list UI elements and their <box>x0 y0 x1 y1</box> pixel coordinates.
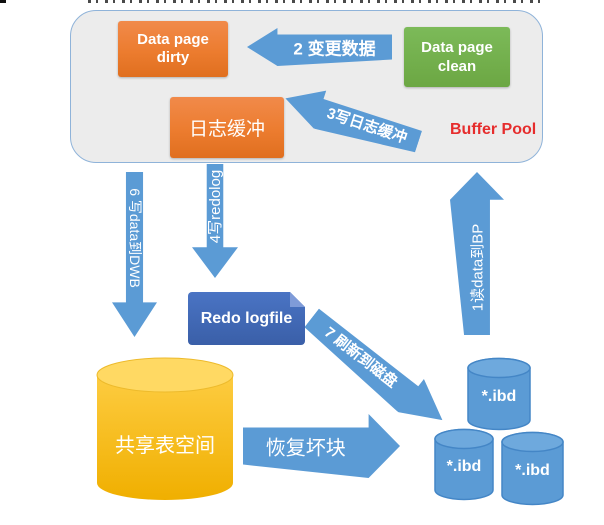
arrow-step6-write-data-dwb: 6 写data到DWB <box>112 172 157 337</box>
ibd-cylinder-left: *.ibd <box>433 428 495 501</box>
arrow-step4-write-redolog: 4写redolog <box>192 164 238 278</box>
arrow-step7-label: 7 刷新到磁盘 <box>320 323 401 392</box>
shared-tablespace-cylinder: 共享表空间 <box>95 357 235 501</box>
arrow-step2-label: 2 变更数据 <box>293 39 376 59</box>
data-page-dirty-line2: dirty <box>156 49 190 66</box>
data-page-clean-line1: Data page <box>421 39 493 56</box>
cylinder-shape <box>433 428 495 501</box>
arrow-step7-flush-to-disk: 7 刷新到磁盘 <box>299 301 456 436</box>
log-buffer-label: 日志缓冲 <box>188 119 265 140</box>
data-page-clean-box: Data page clean <box>404 27 510 87</box>
cylinder-shape <box>96 357 234 500</box>
arrow-step1-label: 1读data到BP <box>469 223 487 312</box>
cylinder-shape <box>500 431 565 506</box>
data-page-dirty-line1: Data page <box>137 31 209 48</box>
arrow-step4-label-wrap: 4写redolog <box>192 164 238 248</box>
buffer-pool-caption: Buffer Pool <box>450 121 537 138</box>
arrow-step1-label-wrap: 1读data到BP <box>450 200 504 335</box>
ibd-cylinder-right: *.ibd <box>500 431 565 506</box>
ibd-label: *.ibd <box>446 458 482 475</box>
cylinder-shape <box>466 357 532 431</box>
ibd-label: *.ibd <box>515 462 550 479</box>
arrow-recover-label: 恢复坏块 <box>265 437 346 460</box>
log-buffer-box: 日志缓冲 <box>170 97 284 158</box>
data-page-clean-line2: clean <box>437 58 477 75</box>
arrow-step6-label-wrap: 6 写data到DWB <box>112 172 157 303</box>
arrow-step1-read-data-bp: 1读data到BP <box>450 172 504 335</box>
clipped-text-fragment <box>0 0 6 3</box>
arrow-recover-bad-block: 恢复坏块 <box>243 414 400 478</box>
redo-logfile-box: Redo logfile <box>188 292 305 345</box>
shared-tablespace-label: 共享表空间 <box>115 435 215 457</box>
folded-corner-icon <box>290 292 305 307</box>
ibd-label: *.ibd <box>481 388 517 405</box>
ibd-cylinder-top: *.ibd <box>466 357 532 431</box>
data-page-dirty-box: Data page dirty <box>118 21 228 77</box>
redo-logfile-label: Redo logfile <box>200 309 293 327</box>
clipped-title-text <box>88 0 543 3</box>
arrow-step4-label: 4写redolog <box>207 169 225 243</box>
arrow-step6-label: 6 写data到DWB <box>126 187 143 288</box>
